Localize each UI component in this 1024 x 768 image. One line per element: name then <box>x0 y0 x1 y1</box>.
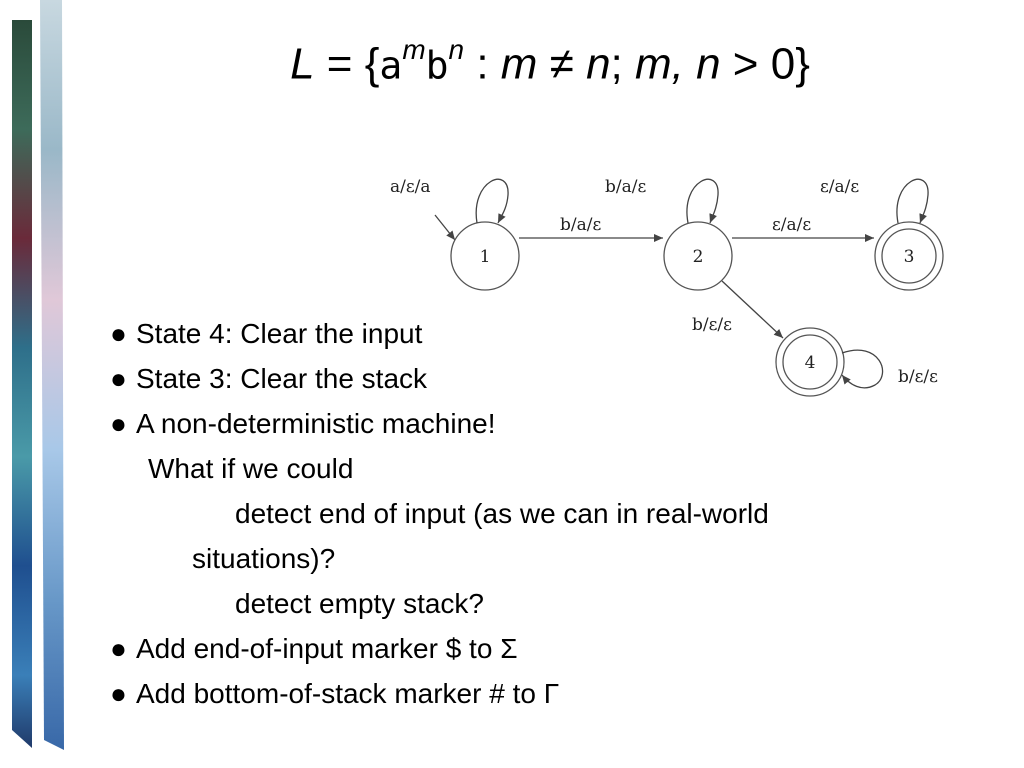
bullet-dot: ● <box>110 678 127 709</box>
bullet-bottom-of-stack-marker: ● Add bottom-of-stack marker # to Γ <box>110 678 559 710</box>
state-2-label: 2 <box>693 247 704 267</box>
bullet-state-4: ● State 4: Clear the input <box>110 318 422 350</box>
title-semi: ; <box>610 39 635 89</box>
loop-4-label: b/ε/ε <box>898 367 938 387</box>
title-b: b <box>425 43 449 88</box>
loop-3-arrow <box>896 178 929 224</box>
bullet-dot: ● <box>110 408 127 439</box>
edge-2-4 <box>721 280 784 339</box>
bullet-text: Add end-of-input marker $ to Σ <box>136 633 518 664</box>
loop-1-label: a/ε/a <box>390 177 431 197</box>
bullet-text: State 4: Clear the input <box>136 318 423 349</box>
title-m-sup: m <box>402 34 426 65</box>
bullet-dot: ● <box>110 318 127 349</box>
bullet-dot: ● <box>110 363 127 394</box>
edge-2-3-label: ε/a/ε <box>772 215 811 235</box>
title-L: L <box>290 39 315 89</box>
state-3-label: 3 <box>904 247 915 267</box>
state-2: 2 <box>663 221 733 291</box>
state-1-label: 1 <box>480 247 491 267</box>
title-neq: ≠ <box>537 39 587 89</box>
state-1: 1 <box>450 221 520 291</box>
language-definition-title: L = {ambn : m ≠ n; m, n > 0} <box>0 34 1024 90</box>
loop-3-label: ε/a/ε <box>820 177 859 197</box>
text-detect-end-of-input: detect end of input (as we can in real-w… <box>235 498 769 529</box>
title-a: a <box>379 43 403 88</box>
state-3: 3 <box>874 221 944 291</box>
loop-2-arrow <box>686 178 719 224</box>
state-4-label: 4 <box>805 353 816 373</box>
bullet-text: State 3: Clear the stack <box>136 363 428 394</box>
title-mn: m, n <box>635 39 721 89</box>
title-m: m <box>500 39 538 89</box>
edge-2-4-label: b/ε/ε <box>692 315 732 335</box>
title-colon: : <box>464 39 501 89</box>
text-what-if: What if we could <box>148 453 354 484</box>
title-gt: > 0} <box>720 39 810 89</box>
title-eq: = { <box>314 39 380 89</box>
bullet-dot: ● <box>110 633 127 664</box>
bullet-end-of-input-marker: ● Add end-of-input marker $ to Σ <box>110 633 518 665</box>
bullet-state-3: ● State 3: Clear the stack <box>110 363 427 395</box>
pda-state-diagram: 1 2 3 4 a/ε/a b/a/ε b/a/ε ε/a/ε ε/a/ε b/… <box>390 177 944 397</box>
loop-4-arrow <box>841 349 884 389</box>
edge-1-2-label: b/a/ε <box>560 215 601 235</box>
text-situations: situations)? <box>192 543 336 574</box>
bullet-text: A non-deterministic machine! <box>136 408 496 439</box>
loop-1-arrow <box>475 178 509 224</box>
loop-2-label: b/a/ε <box>605 177 646 197</box>
bullet-non-deterministic: ● A non-deterministic machine! <box>110 408 496 440</box>
bullet-text: Add bottom-of-stack marker # to Γ <box>136 678 560 709</box>
state-4: 4 <box>775 327 845 397</box>
title-n-sup: n <box>448 34 465 65</box>
title-n: n <box>586 39 611 89</box>
decorative-side-strip <box>12 0 64 750</box>
text-detect-empty-stack: detect empty stack? <box>235 588 485 619</box>
start-arrow <box>434 214 456 241</box>
